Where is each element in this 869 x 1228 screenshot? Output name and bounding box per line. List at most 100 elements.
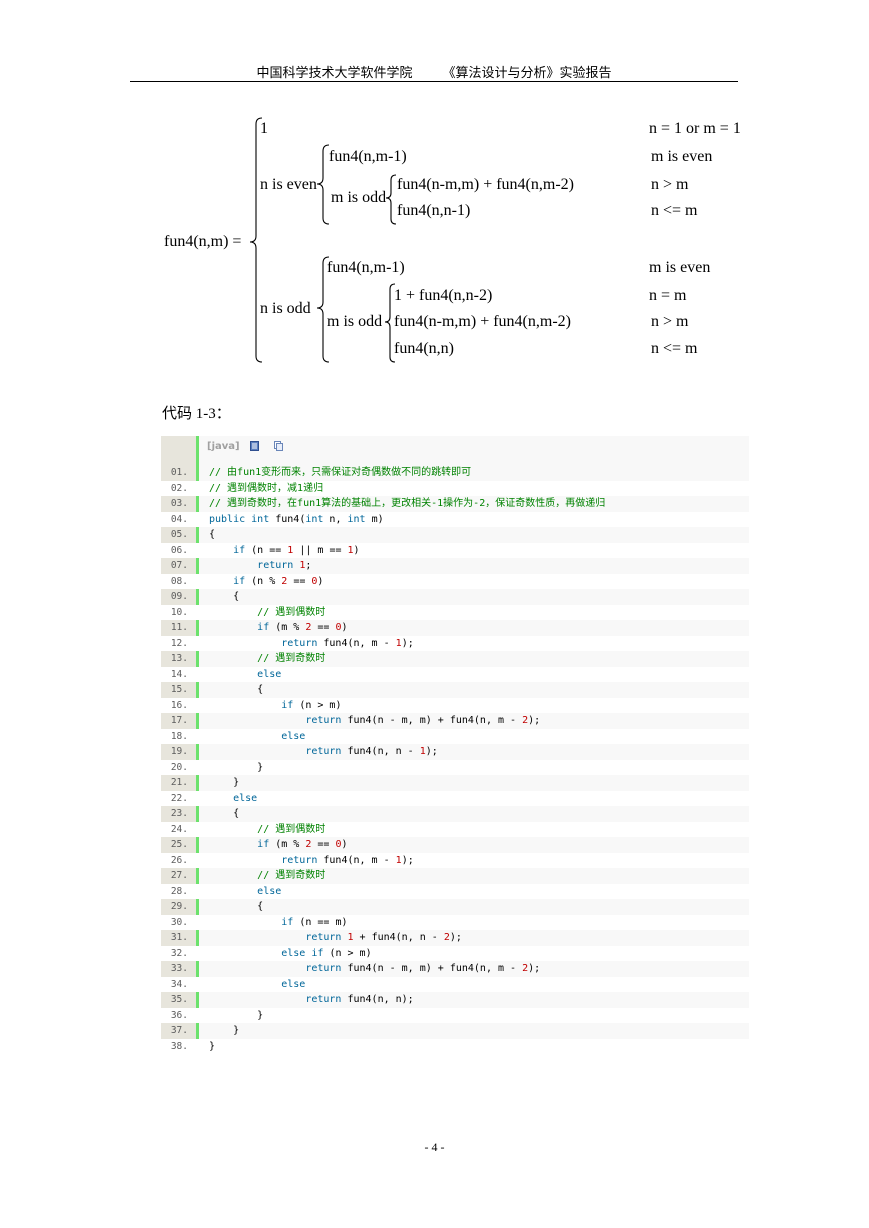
code-line: 15. { (161, 682, 749, 698)
line-number: 11. (170, 622, 188, 633)
line-code: else (209, 667, 281, 683)
line-number: 08. (170, 575, 188, 587)
code-token (209, 715, 305, 726)
formula-base-expr: 1 (260, 120, 268, 137)
code-token: { (209, 529, 216, 540)
formula-odd-m-even-cond: m is even (649, 259, 711, 276)
code-line: 26. return fun4(n, m - 1); (161, 852, 749, 868)
line-code: if (n == m) (209, 915, 347, 931)
code-token: 2 (305, 839, 312, 850)
odd-brace (316, 256, 330, 363)
line-code: { (209, 899, 263, 915)
code-token: == (287, 575, 312, 587)
code-token (209, 700, 281, 711)
code-token (209, 746, 305, 757)
code-line: 22. else (161, 790, 749, 806)
code-token: 2 (522, 715, 529, 726)
code-token: if (257, 622, 270, 633)
code-line: 14. else (161, 666, 749, 683)
code-token: else (281, 730, 306, 742)
code-token: (n > m) (323, 947, 372, 959)
recurrence-formula: fun4(n,m) = 1 n = 1 or m = 1 n is even f… (0, 0, 869, 380)
line-code: public int fun4(int n, int m) (209, 512, 384, 528)
code-line: 01. // 由fun1变形而来，只需保证对奇偶数做不同的跳转即可 (161, 465, 749, 481)
line-code: if (n % 2 == 0) (209, 574, 323, 590)
code-token (209, 855, 281, 866)
line-number: 04. (170, 513, 188, 525)
line-code: if (n == 1 || m == 1) (209, 543, 359, 559)
code-token: ) (317, 575, 324, 587)
line-code: { (209, 682, 263, 698)
line-number: 25. (170, 839, 188, 850)
page-header: 中国科学技术大学软件学院《算法设计与分析》实验报告 (130, 62, 738, 81)
code-token: 0 (311, 575, 318, 587)
code-token: int (251, 513, 270, 525)
code-token: // 由fun1变形而来，只需保证对奇偶数做不同的跳转即可 (209, 467, 472, 478)
code-token: 0 (335, 622, 342, 633)
line-number: 26. (170, 854, 188, 866)
code-caption: 代码 1-3： (162, 406, 231, 422)
formula-even-m-even-cond: m is even (651, 148, 713, 165)
code-token: // 遇到偶数时 (257, 823, 326, 835)
code-line: 17. return fun4(n - m, m) + fun4(n, m - … (161, 713, 749, 729)
line-code: // 遇到奇数时，在fun1算法的基础上，更改相关-1操作为-2，保证奇数性质，… (209, 496, 605, 512)
formula-odd-m-odd-le-cond: n <= m (651, 340, 698, 357)
code-token: 1 (347, 932, 354, 943)
formula-base-cond: n = 1 or m = 1 (649, 120, 741, 137)
line-number: 05. (170, 529, 188, 540)
line-code: // 遇到偶数时 (209, 822, 325, 838)
code-line: 19. return fun4(n, n - 1); (161, 744, 749, 760)
code-token: // 遇到奇数时 (257, 870, 326, 881)
code-token: } (209, 1040, 216, 1052)
header-rule (130, 81, 738, 82)
code-token: return (281, 854, 318, 866)
odd-m-odd-brace (384, 283, 396, 363)
code-token: if (257, 839, 270, 850)
code-token: fun4(n, m - (317, 637, 396, 649)
code-line: 31. return 1 + fun4(n, n - 2); (161, 930, 749, 946)
code-token: fun4(n, n); (341, 994, 414, 1005)
line-code: return fun4(n, n); (209, 992, 414, 1008)
code-line: 25. if (m % 2 == 0) (161, 837, 749, 853)
code-token (209, 932, 305, 943)
code-token: 2 (522, 963, 529, 974)
formula-even-m-even-expr: fun4(n,m-1) (329, 148, 407, 165)
code-token: if (233, 575, 246, 587)
code-line: 34. else (161, 976, 749, 992)
code-token: } (209, 1009, 264, 1021)
line-code: { (209, 806, 239, 822)
code-token: fun4(n - m, m) + fun4(n, m - (341, 715, 523, 726)
code-line: 06. if (n == 1 || m == 1) (161, 542, 749, 559)
formula-even-label: n is even (260, 176, 317, 193)
code-token (209, 731, 281, 742)
code-line: 18. else (161, 728, 749, 745)
code-line: 32. else if (n > m) (161, 945, 749, 962)
code-token: return (305, 932, 342, 943)
code-token: fun4(n, n - (341, 746, 420, 757)
code-token: if (281, 916, 294, 928)
code-line: 33. return fun4(n - m, m) + fun4(n, m - … (161, 961, 749, 977)
line-number: 01. (170, 467, 188, 478)
code-line: 16. if (n > m) (161, 697, 749, 713)
copy-icon[interactable] (274, 441, 283, 451)
code-token (209, 917, 281, 928)
code-token (209, 793, 233, 804)
code-token: ) (341, 622, 348, 633)
line-code: else (209, 729, 305, 745)
code-line: 27. // 遇到奇数时 (161, 868, 749, 884)
line-number: 30. (170, 916, 188, 928)
code-token: // 遇到偶数时，减1递归 (209, 482, 324, 494)
code-token: == (311, 839, 336, 850)
line-code: else if (n > m) (209, 946, 372, 962)
code-token: // 遇到偶数时 (257, 606, 326, 618)
formula-odd-m-odd-label: m is odd (327, 313, 383, 330)
view-source-icon[interactable] (250, 441, 259, 451)
code-token: 1 (419, 746, 426, 757)
code-token: public (209, 513, 246, 525)
code-token: return (305, 994, 342, 1005)
formula-even-m-odd-le-expr: fun4(n,n-1) (397, 202, 471, 219)
line-code: { (209, 527, 215, 543)
line-number: 20. (170, 761, 188, 773)
code-token (209, 979, 281, 990)
code-token (209, 886, 257, 897)
